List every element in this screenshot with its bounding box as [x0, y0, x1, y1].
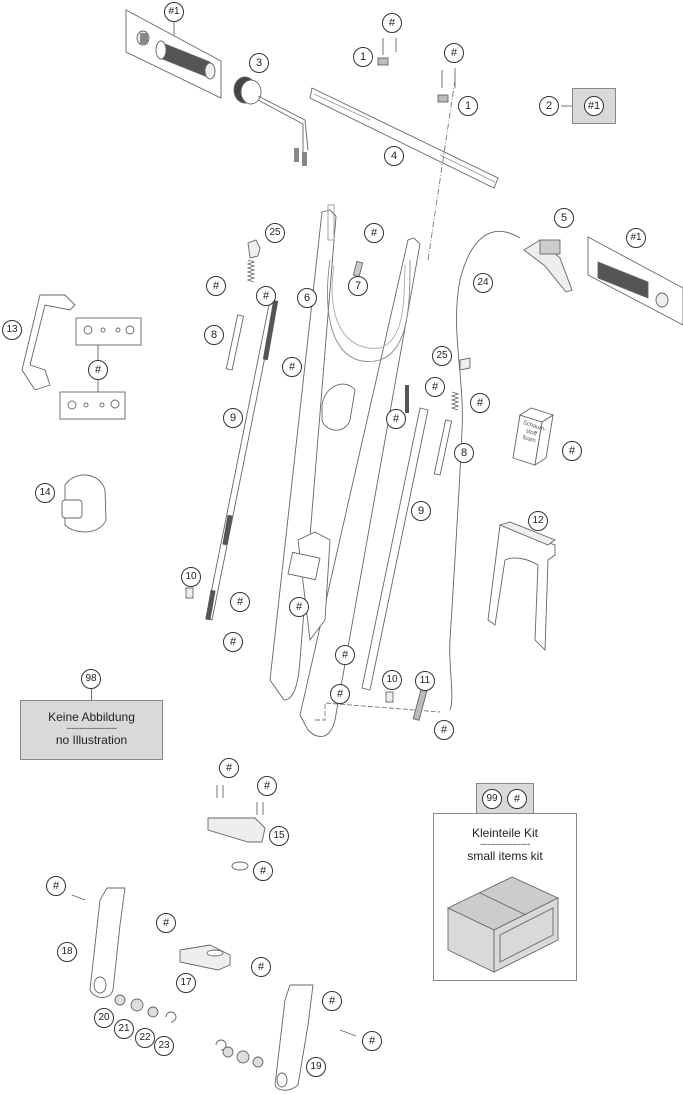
callout-hash-h[interactable]: # — [386, 409, 406, 429]
callout-1b[interactable]: 1 — [458, 96, 478, 116]
callout-6[interactable]: 6 — [297, 288, 317, 308]
arm-part-18 — [71, 887, 126, 998]
grip-set-left — [125, 9, 222, 99]
kit-label-en: small items kit — [467, 849, 543, 863]
block-part-17 — [179, 944, 231, 971]
callout-9a[interactable]: 9 — [223, 408, 243, 428]
callout-hash-p[interactable]: # — [257, 776, 277, 796]
callout-9b[interactable]: 9 — [411, 501, 431, 521]
callout-10b[interactable]: 10 — [382, 670, 402, 690]
callout-99[interactable]: 99 — [482, 789, 502, 809]
callout-21[interactable]: 21 — [114, 1019, 134, 1039]
callout-8a[interactable]: 8 — [204, 325, 224, 345]
callout-25b[interactable]: 25 — [432, 346, 452, 366]
kit-label-de: Kleinteile Kit — [471, 826, 539, 840]
kit-box-illustration — [446, 876, 560, 973]
callout-hash-7[interactable]: # — [364, 223, 384, 243]
callout-13[interactable]: 13 — [2, 320, 22, 340]
fork-frame-part-6 — [269, 204, 421, 737]
guide-part-8-right — [433, 419, 453, 476]
callout-hash-l[interactable]: # — [335, 645, 355, 665]
handlebar-part-4 — [309, 87, 499, 189]
no-illustration-en: no Illustration — [55, 733, 128, 747]
no-illustration-box: Keine Abbildung -------------------- no … — [20, 700, 163, 760]
callout-hash-s[interactable]: # — [156, 913, 176, 933]
cover-part-15 — [207, 785, 266, 871]
callout-hash-d[interactable]: # — [256, 286, 276, 306]
callout-hash1-right[interactable]: #1 — [626, 228, 646, 248]
callout-hash-q[interactable]: # — [253, 861, 273, 881]
callout-24[interactable]: 24 — [473, 273, 493, 293]
callout-98[interactable]: 98 — [81, 669, 101, 689]
callout-hash-j[interactable]: # — [223, 632, 243, 652]
callout-hash-n[interactable]: # — [434, 720, 454, 740]
callout-hash-r[interactable]: # — [46, 876, 66, 896]
callout-hash-o[interactable]: # — [219, 758, 239, 778]
callout-12[interactable]: 12 — [528, 511, 548, 531]
bracket-part-12 — [487, 521, 556, 652]
callout-hash-a[interactable]: # — [382, 13, 402, 33]
callout-15[interactable]: 15 — [269, 826, 289, 846]
callout-2[interactable]: 2 — [539, 96, 559, 116]
callout-4[interactable]: 4 — [384, 146, 404, 166]
callout-11[interactable]: 11 — [415, 671, 435, 691]
callout-hash-c[interactable]: # — [206, 276, 226, 296]
callout-7[interactable]: 7 — [348, 276, 368, 296]
callout-25a[interactable]: 25 — [265, 223, 285, 243]
callout-hash-v[interactable]: # — [362, 1031, 382, 1051]
callout-17[interactable]: 17 — [176, 973, 196, 993]
throttle-part-3 — [233, 76, 309, 166]
arm-part-19 — [274, 984, 357, 1091]
callout-hash-i[interactable]: # — [230, 592, 250, 612]
callout-hash-13[interactable]: # — [88, 360, 108, 380]
callout-hash-g[interactable]: # — [470, 393, 490, 413]
callout-hash-b[interactable]: # — [444, 43, 464, 63]
lever-part-5 — [449, 230, 573, 711]
callout-hash-foam[interactable]: # — [562, 441, 582, 461]
no-illustration-separator: -------------------- — [66, 723, 117, 733]
callout-hash-k[interactable]: # — [289, 597, 309, 617]
grip-set-right — [587, 236, 683, 326]
foam-block — [512, 407, 555, 466]
guide-part-8-left — [225, 314, 245, 371]
callout-hash1-top[interactable]: #1 — [164, 2, 184, 22]
callout-hash-m[interactable]: # — [330, 684, 350, 704]
rod-part-9-left — [205, 299, 279, 621]
callout-8b[interactable]: 8 — [454, 443, 474, 463]
callout-20[interactable]: 20 — [94, 1008, 114, 1028]
callout-hash-u[interactable]: # — [322, 991, 342, 1011]
callout-hash-e[interactable]: # — [282, 357, 302, 377]
callout-5[interactable]: 5 — [554, 208, 574, 228]
callout-19[interactable]: 19 — [306, 1057, 326, 1077]
callout-hash-f[interactable]: # — [425, 377, 445, 397]
callout-kit-ref[interactable]: # — [507, 789, 527, 809]
rod-part-9-right — [361, 407, 429, 691]
callout-22[interactable]: 22 — [135, 1028, 155, 1048]
callout-23[interactable]: 23 — [154, 1036, 174, 1056]
bracket-part-13 — [21, 294, 142, 420]
callout-18[interactable]: 18 — [57, 942, 77, 962]
small-items-kit-box: Kleinteile Kit -------------------- smal… — [433, 813, 577, 981]
callout-assembly-ref[interactable]: #1 — [584, 96, 604, 116]
kit-separator: -------------------- — [480, 839, 530, 849]
no-illustration-de: Keine Abbildung — [48, 710, 135, 724]
clamp-part-1 — [377, 38, 456, 103]
callout-10a[interactable]: 10 — [181, 567, 201, 587]
callout-hash-t[interactable]: # — [251, 957, 271, 977]
callout-1a[interactable]: 1 — [353, 47, 373, 67]
callout-3[interactable]: 3 — [249, 53, 269, 73]
callout-14[interactable]: 14 — [35, 483, 55, 503]
